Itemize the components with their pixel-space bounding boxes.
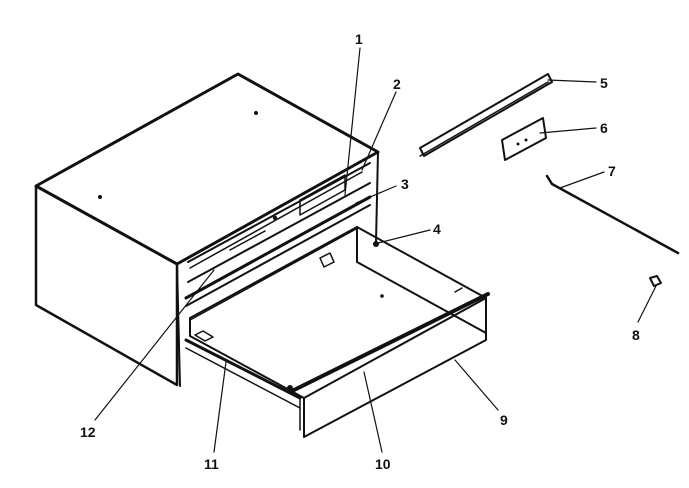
- cabinet-top: [34, 72, 380, 266]
- hinge-rod: [545, 174, 680, 255]
- drawer-floor-edge: [189, 317, 305, 399]
- callout-2: 2: [393, 76, 401, 92]
- drawer-clip: [319, 252, 335, 268]
- drawer-slide-part: [419, 73, 553, 157]
- leader-1: [344, 47, 361, 196]
- callout-9: 9: [500, 412, 508, 428]
- top-rivet: [98, 195, 102, 199]
- leader-4: [377, 229, 431, 244]
- tool-chest-cabinet: [34, 72, 380, 387]
- drawer-bumper: [373, 241, 379, 247]
- drawer-slide-rail: [184, 338, 302, 400]
- cabinet-front-edge: [375, 151, 379, 243]
- leader-11: [213, 361, 227, 453]
- open-drawer: [184, 226, 490, 438]
- callout-4: 4: [433, 221, 441, 237]
- callout-6: 6: [600, 120, 608, 136]
- callout-7: 7: [608, 163, 616, 179]
- drawer-rail: [185, 204, 371, 307]
- leader-5: [547, 79, 597, 83]
- slide-channel-lip: [419, 81, 549, 157]
- upper-drawer-front: [187, 162, 371, 263]
- bracket-plate-part: [501, 117, 547, 161]
- cabinet-front-left-edge: [176, 263, 181, 387]
- bracket-hole: [516, 142, 520, 146]
- callout-12: 12: [80, 424, 96, 440]
- drawer-floor-rivet: [380, 294, 384, 298]
- drawer-front-rail: [288, 292, 490, 394]
- drawer-front-panel: [303, 297, 487, 438]
- bracket-hole: [524, 138, 528, 142]
- callout-5: 5: [600, 75, 608, 91]
- callout-8: 8: [632, 327, 640, 343]
- drawer-liner: [189, 171, 363, 269]
- leader-2: [361, 91, 397, 171]
- leader-8: [637, 285, 657, 323]
- leader-7: [559, 171, 605, 189]
- bracket-plate: [501, 117, 547, 161]
- drawer-label-plate: [299, 174, 346, 216]
- callout-10: 10: [375, 456, 391, 472]
- callout-11: 11: [204, 456, 219, 472]
- cabinet-side: [34, 184, 179, 387]
- drawer-rail: [184, 195, 372, 300]
- drawer-bumper: [287, 385, 293, 391]
- slide-latch: [194, 330, 214, 342]
- callout-1: 1: [355, 31, 363, 47]
- drawer-clip: [454, 287, 463, 293]
- upper-drawer-front: [187, 182, 371, 283]
- rod-part: [545, 174, 680, 255]
- callout-3: 3: [401, 176, 409, 192]
- fastener-part: [649, 275, 662, 287]
- leader-12: [94, 269, 215, 421]
- drawer-rivet: [272, 215, 278, 221]
- leader-6: [539, 127, 597, 134]
- fastener: [649, 275, 662, 287]
- drawer-detail: [229, 230, 266, 251]
- leader-9: [454, 359, 499, 411]
- callout-labels: 1 2 3 4 5 6 7 8 9 10 11 12: [80, 31, 640, 472]
- leader-3: [355, 185, 397, 204]
- leader-10: [363, 371, 383, 453]
- drawer-slide-rail: [185, 347, 301, 409]
- top-rivet: [254, 111, 258, 115]
- slide-channel: [419, 73, 553, 157]
- lower-drawer-opening: [189, 228, 357, 321]
- leader-lines: [94, 47, 657, 453]
